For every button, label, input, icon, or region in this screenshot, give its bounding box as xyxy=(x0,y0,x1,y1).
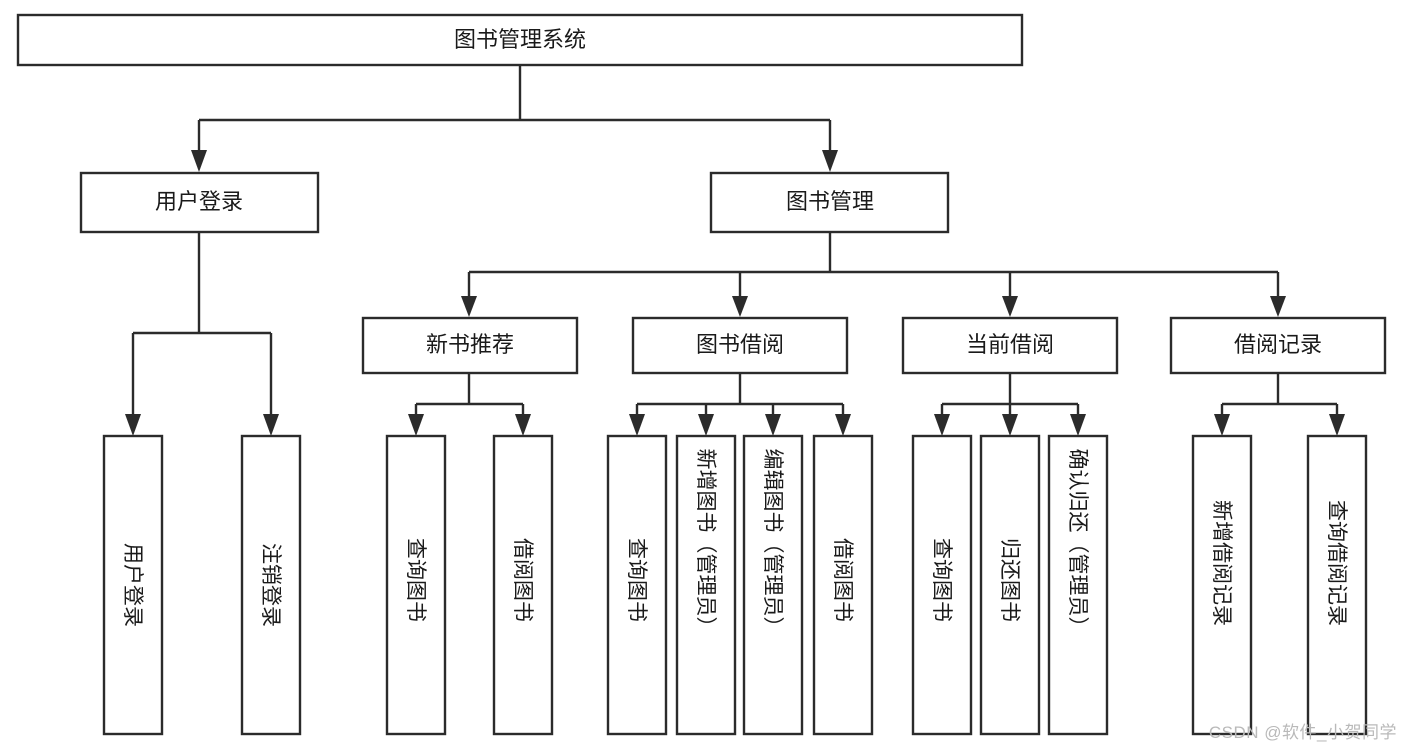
arrow-nbr-leaf-2-icon xyxy=(515,414,531,436)
arrow-cb-leaf-3-icon xyxy=(1070,414,1086,436)
connector-group-root xyxy=(191,65,838,172)
node-leaf-query-book-1-label: 查询图书 xyxy=(404,538,427,622)
node-current-borrow-box[interactable] xyxy=(901,316,1119,375)
node-leaf-confirm-return-box[interactable] xyxy=(1047,434,1109,736)
node-book-borrow[interactable]: 图书借阅 xyxy=(631,316,849,375)
node-leaf-edit-book-label: 编辑图书（管理员） xyxy=(761,449,784,638)
node-current-borrow-label: 当前借阅 xyxy=(966,332,1054,357)
connector-group-new-book-recommend xyxy=(408,373,531,436)
arrow-root-to-book-management-icon xyxy=(822,150,838,172)
node-leaf-add-book-box[interactable] xyxy=(675,434,737,736)
node-leaf-return-book-label: 归还图书 xyxy=(998,538,1021,622)
arrow-root-to-user-login-icon xyxy=(191,150,207,172)
arrow-user-login-leaf-1-icon xyxy=(125,414,141,436)
node-leaf-query-book-3-label: 查询图书 xyxy=(930,538,953,622)
node-leaf-edit-book-box[interactable] xyxy=(742,434,804,736)
node-leaf-add-record-box[interactable] xyxy=(1191,434,1253,736)
node-leaf-return-book[interactable]: 归还图书 xyxy=(979,434,1041,736)
node-leaf-add-record-label: 新增借阅记录 xyxy=(1210,500,1233,626)
arrow-cb-leaf-1-icon xyxy=(934,414,950,436)
node-leaf-borrow-book-2[interactable]: 借阅图书 xyxy=(812,434,874,736)
connector-group-borrow-record xyxy=(1214,373,1345,436)
node-book-management[interactable]: 图书管理 xyxy=(709,171,950,234)
node-leaf-query-book-2-label: 查询图书 xyxy=(625,538,648,622)
node-leaf-query-book-2-box[interactable] xyxy=(606,434,668,736)
node-book-borrow-box[interactable] xyxy=(631,316,849,375)
arrow-bb-leaf-4-icon xyxy=(835,414,851,436)
node-leaf-logout-login-box[interactable] xyxy=(240,434,302,736)
node-book-borrow-label: 图书借阅 xyxy=(696,332,784,357)
connector-group-current-borrow xyxy=(934,373,1086,436)
node-leaf-confirm-return-label: 确认归还（管理员） xyxy=(1066,449,1089,638)
node-leaf-return-book-box[interactable] xyxy=(979,434,1041,736)
arrow-cb-leaf-2-icon xyxy=(1002,414,1018,436)
arrow-bb-leaf-2-icon xyxy=(698,414,714,436)
node-leaf-borrow-book-1[interactable]: 借阅图书 xyxy=(492,434,554,736)
node-current-borrow[interactable]: 当前借阅 xyxy=(901,316,1119,375)
connector-group-user-login xyxy=(125,232,279,436)
connector-group-book-management xyxy=(461,232,1286,317)
connector-group-book-borrow xyxy=(629,373,851,436)
node-root-label: 图书管理系统 xyxy=(454,27,586,52)
node-leaf-borrow-book-1-label: 借阅图书 xyxy=(511,538,534,622)
arrow-user-login-leaf-2-icon xyxy=(263,414,279,436)
node-leaf-user-login-box[interactable] xyxy=(102,434,164,736)
node-new-book-recommend-label: 新书推荐 xyxy=(426,332,514,357)
node-leaf-user-login-label: 用户登录 xyxy=(121,543,144,627)
node-leaf-query-book-3[interactable]: 查询图书 xyxy=(911,434,973,736)
node-leaf-query-record-box[interactable] xyxy=(1306,434,1368,736)
node-borrow-record[interactable]: 借阅记录 xyxy=(1169,316,1387,375)
node-leaf-borrow-book-1-box[interactable] xyxy=(492,434,554,736)
node-leaf-logout-login[interactable]: 注销登录 xyxy=(240,434,302,736)
node-user-login-box[interactable] xyxy=(79,171,320,234)
node-leaf-query-record-label: 查询借阅记录 xyxy=(1325,500,1348,626)
node-root-box[interactable] xyxy=(16,13,1024,67)
node-borrow-record-box[interactable] xyxy=(1169,316,1387,375)
node-leaf-borrow-book-2-label: 借阅图书 xyxy=(831,538,854,622)
arrow-bb-leaf-1-icon xyxy=(629,414,645,436)
node-leaf-borrow-book-2-box[interactable] xyxy=(812,434,874,736)
node-leaf-query-record[interactable]: 查询借阅记录 xyxy=(1306,434,1368,736)
arrow-bm-book-borrow-icon xyxy=(732,296,748,317)
node-root[interactable]: 图书管理系统 xyxy=(16,13,1024,67)
node-leaf-add-record[interactable]: 新增借阅记录 xyxy=(1191,434,1253,736)
node-leaf-query-book-2[interactable]: 查询图书 xyxy=(606,434,668,736)
csdn-watermark: CSDN @软件_小贺同学 xyxy=(1208,723,1397,742)
node-leaf-logout-login-label: 注销登录 xyxy=(259,543,282,627)
node-borrow-record-label: 借阅记录 xyxy=(1234,332,1322,357)
arrow-br-leaf-2-icon xyxy=(1329,414,1345,436)
arrow-bm-borrow-record-icon xyxy=(1270,296,1286,317)
arrow-nbr-leaf-1-icon xyxy=(408,414,424,436)
node-new-book-recommend[interactable]: 新书推荐 xyxy=(361,316,579,375)
arrow-bm-new-book-icon xyxy=(461,296,477,317)
node-leaf-query-book-1-box[interactable] xyxy=(385,434,447,736)
arrow-bb-leaf-3-icon xyxy=(765,414,781,436)
node-leaf-query-book-3-box[interactable] xyxy=(911,434,973,736)
arrow-br-leaf-1-icon xyxy=(1214,414,1230,436)
node-leaf-add-book[interactable]: 新增图书（管理员） xyxy=(675,434,737,736)
node-book-management-label: 图书管理 xyxy=(786,189,874,214)
node-leaf-confirm-return[interactable]: 确认归还（管理员） xyxy=(1047,434,1109,736)
node-leaf-query-book-1[interactable]: 查询图书 xyxy=(385,434,447,736)
node-book-management-box[interactable] xyxy=(709,171,950,234)
node-user-login-label: 用户登录 xyxy=(155,189,243,214)
node-leaf-add-book-label: 新增图书（管理员） xyxy=(694,449,717,638)
node-user-login[interactable]: 用户登录 xyxy=(79,171,320,234)
arrow-bm-current-borrow-icon xyxy=(1002,296,1018,317)
node-leaf-user-login[interactable]: 用户登录 xyxy=(102,434,164,736)
node-new-book-recommend-box[interactable] xyxy=(361,316,579,375)
node-leaf-edit-book[interactable]: 编辑图书（管理员） xyxy=(742,434,804,736)
